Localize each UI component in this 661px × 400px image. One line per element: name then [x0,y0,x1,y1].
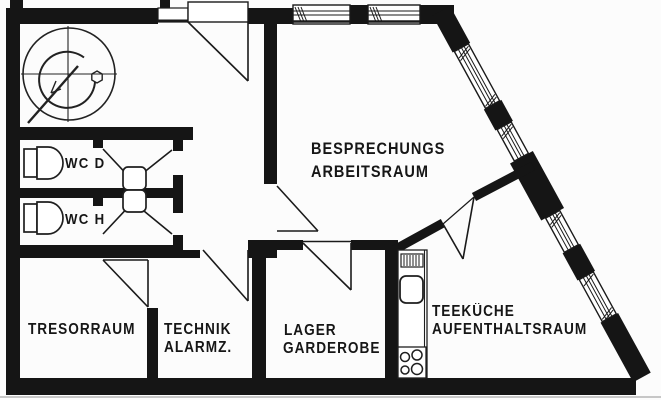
room-label-meeting-line1: BESPRECHUNGS [311,140,446,158]
wall-north-mid [248,8,293,24]
wall-vestibule-east-3 [173,235,183,250]
wall-teekueche-b [471,162,536,201]
wall-stair-south [20,127,193,140]
wall-wch-stub [93,198,103,206]
wall-stub-topleft [10,0,23,10]
door-technik [202,249,249,302]
stair-newel [91,70,103,84]
window-facade-1 [453,42,501,110]
stair-spiral-arc [38,50,97,109]
wall-corridor-east [264,20,277,184]
room-label-teekueche-line1: TEEKÜCHE [432,303,515,320]
wc-fixtures [23,146,147,235]
wall-vestibule-east-2 [173,175,183,213]
facade-windows [453,42,618,323]
kitchen-sink [399,275,424,304]
facade-diagonal [432,6,651,383]
room-label-technik-line1: TECHNIK [164,321,232,338]
room-label-wc-h: WC H [65,211,106,228]
outer-walls [6,0,636,395]
wall-technik-lager [252,258,266,380]
washbasin-upper [122,166,147,191]
wall-vestibule-east-1 [173,140,183,151]
window-facade-2 [496,120,530,163]
facade-junction-pier [510,151,565,221]
room-label-lager-line1: LAGER [284,322,337,339]
scan-edge-line [0,396,661,398]
spiral-stair [21,26,117,124]
window-north-2 [367,4,421,25]
stair-direction-line [27,65,79,124]
toilet-wc-h [23,201,64,235]
kitchen-stove [397,346,427,379]
door-lager [302,240,352,291]
room-label-meeting-line2: ARBEITSRAUM [311,163,429,181]
door-entrance [187,21,249,82]
wall-stub-entry [160,0,170,9]
wall-corridor-south [18,250,200,258]
room-label-wc-d: WC D [65,155,106,172]
wall-lager-north-1 [266,240,303,250]
wall-tresor-technik [147,308,158,380]
stair-arrow-barb-2 [50,80,57,94]
window-north-1 [292,4,351,25]
kitchen-drainer [400,253,424,268]
wall-kitchen-west [385,245,398,380]
wall-teekueche-a [391,219,446,254]
wall-north-pier [350,5,368,24]
room-label-lager-line2: GARDEROBE [283,340,381,357]
window-facade-3 [544,209,580,254]
wall-north-left [6,8,158,24]
toilet-wc-d [23,146,64,180]
stair-arrow-barb-1 [50,88,62,94]
interior-walls [18,20,398,380]
entrance-door-bay [187,1,249,23]
wall-wcd-stub [93,140,103,148]
wall-lager-north-2 [351,240,398,250]
wall-west [6,10,20,393]
room-label-tresorraum: TRESORRAUM [28,321,136,338]
washbasin-lower [122,189,147,213]
north-openings [157,1,421,25]
interior-diagonal-walls [391,162,536,254]
room-label-teekueche-line2: AUFENTHALTSRAUM [432,321,588,338]
door-meeting-room [276,185,319,232]
window-facade-4 [578,270,618,323]
kitchen-fixtures [397,249,428,379]
door-tresorraum [102,259,149,308]
wall-south [6,378,636,395]
wall-wc-divider [18,188,183,198]
room-label-technik-line2: ALARMZ. [164,339,233,356]
door-teekueche [442,196,475,260]
